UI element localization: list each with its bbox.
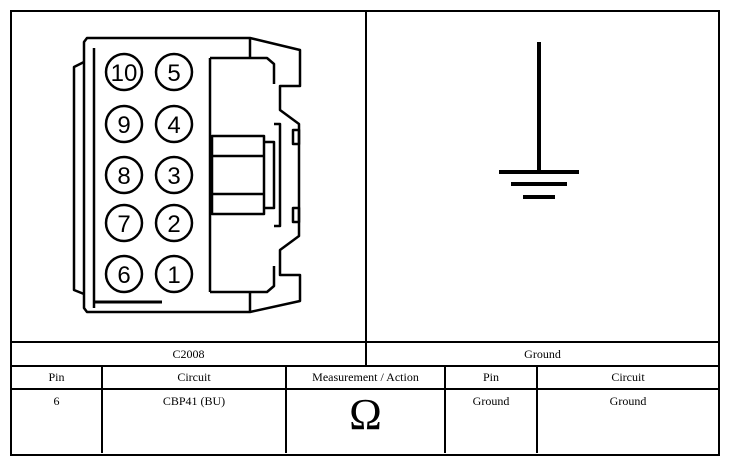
ohm-symbol: Ω bbox=[349, 390, 382, 439]
pin-label: 7 bbox=[117, 211, 130, 238]
caption-row: C2008 Ground bbox=[12, 341, 718, 365]
pin-label: 6 bbox=[117, 262, 130, 289]
pin-label: 9 bbox=[117, 112, 130, 139]
pin-label: 8 bbox=[117, 163, 130, 190]
pin-label: 2 bbox=[167, 211, 180, 238]
connector-c2008-drawing: 10 9 8 7 6 5 4 3 2 1 bbox=[72, 36, 302, 314]
header-measurement: Measurement / Action bbox=[285, 365, 446, 390]
ground-caption: Ground bbox=[524, 347, 561, 361]
pin-label: 10 bbox=[111, 60, 138, 87]
cell-circuit-2: Ground bbox=[536, 388, 718, 453]
table-header-row: Pin Circuit Measurement / Action Pin Cir… bbox=[12, 365, 718, 390]
cell-circuit: CBP41 (BU) bbox=[101, 388, 287, 453]
diagram-frame: 10 9 8 7 6 5 4 3 2 1 C2008 G bbox=[10, 10, 720, 456]
connector-caption: C2008 bbox=[12, 343, 367, 365]
cell-measurement: Ω bbox=[285, 388, 446, 453]
connector-panel: 10 9 8 7 6 5 4 3 2 1 bbox=[12, 12, 367, 341]
pin-table: Pin Circuit Measurement / Action Pin Cir… bbox=[12, 365, 718, 453]
header-circuit-2: Circuit bbox=[536, 365, 718, 390]
header-pin: Pin bbox=[12, 365, 103, 390]
pin-label: 4 bbox=[167, 112, 180, 139]
ground-symbol-icon bbox=[499, 42, 579, 199]
header-circuit: Circuit bbox=[101, 365, 287, 390]
pin-label: 5 bbox=[167, 60, 180, 87]
pin-label: 3 bbox=[167, 163, 180, 190]
table-row: 6 CBP41 (BU) Ω Ground Ground bbox=[12, 388, 718, 453]
header-pin-2: Pin bbox=[444, 365, 538, 390]
cell-pin: 6 bbox=[12, 388, 103, 453]
cell-pin-2: Ground bbox=[444, 388, 538, 453]
ground-panel bbox=[367, 12, 718, 341]
pin-label: 1 bbox=[167, 262, 180, 289]
